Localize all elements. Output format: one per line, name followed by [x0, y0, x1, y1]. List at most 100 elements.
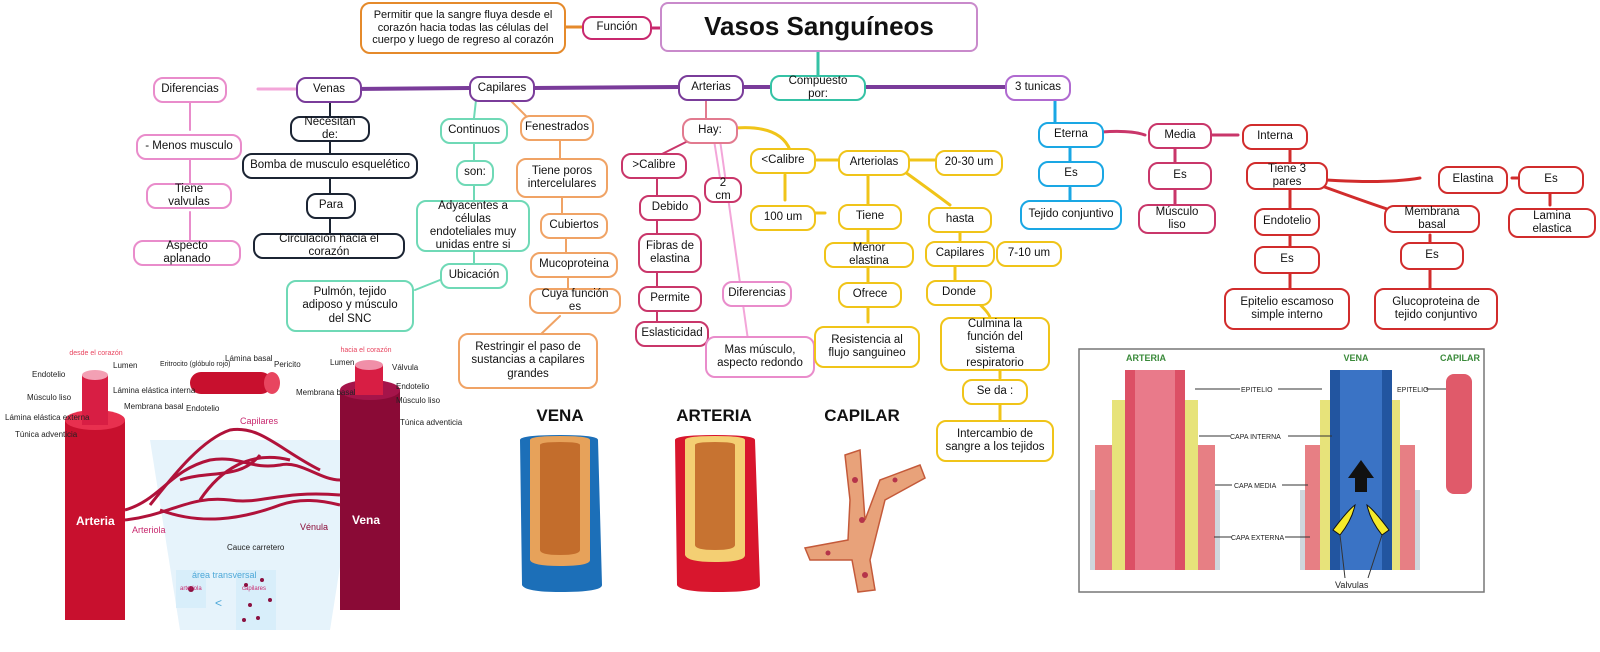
node-arterias[interactable]: Arterias	[678, 75, 744, 101]
node-menor-elastina[interactable]: Menor elastina	[824, 242, 914, 268]
fig1-venula: Vénula	[300, 522, 328, 532]
node-tiene-valvulas[interactable]: Tiene valvulas	[146, 183, 232, 209]
node-glucoproteina[interactable]: Glucoproteina de tejido conjuntivo	[1374, 288, 1498, 330]
fig1-arteria: Arteria	[76, 514, 115, 528]
node-capilares[interactable]: Capilares	[469, 76, 535, 102]
fig1-endotelio2: Endotelio	[186, 404, 220, 413]
node-cubiertos[interactable]: Cubiertos	[540, 213, 608, 239]
node-es-membrana[interactable]: Es	[1400, 242, 1464, 270]
node-adyacentes[interactable]: Adyacentes a células endoteliales muy un…	[416, 200, 530, 252]
fig3-capa-media: CAPA MEDIA	[1234, 483, 1277, 490]
fig1-hacia: hacia el corazón	[341, 347, 392, 354]
node-media[interactable]: Media	[1148, 123, 1212, 149]
node-intercambio[interactable]: Intercambio de sangre a los tejidos	[936, 420, 1054, 462]
fig2-arteria: ARTERIA	[676, 406, 752, 425]
node-mas-musculo[interactable]: Mas músculo, aspecto redondo	[705, 336, 815, 378]
node-diferencias-venas[interactable]: Diferencias	[153, 77, 227, 103]
node-debido[interactable]: Debido	[639, 195, 701, 221]
node-lamina-elastica[interactable]: Lamina elastica	[1508, 208, 1596, 238]
fig1-pericito: Pericito	[274, 360, 301, 369]
fig1-lamina-basal: Lámina basal	[225, 354, 273, 363]
fig1-desde: desde el corazón	[69, 350, 122, 357]
node-donde[interactable]: Donde	[926, 280, 992, 306]
node-elastina[interactable]: Elastina	[1438, 166, 1508, 194]
node-interna[interactable]: Interna	[1242, 124, 1308, 150]
node-compuesto[interactable]: Compuesto por:	[770, 75, 866, 101]
node-cuya-funcion[interactable]: Cuya función es	[529, 288, 621, 314]
fig2-capilar: CAPILAR	[824, 406, 900, 425]
fig1-area: área transversal	[192, 570, 257, 580]
node-resistencia[interactable]: Resistencia al flujo sanguineo	[814, 326, 920, 368]
node-menos-musculo[interactable]: - Menos musculo	[136, 134, 242, 160]
node-venas[interactable]: Venas	[296, 77, 362, 103]
fig1-musculo2: Músculo liso	[396, 396, 441, 405]
node-mucoproteina[interactable]: Mucoproteina	[530, 252, 618, 278]
fig3-capilar: CAPILAR	[1440, 353, 1480, 363]
node-arteriolas[interactable]: Arteriolas	[838, 150, 910, 176]
fig1-arteriola-small: arteriola	[180, 586, 202, 592]
node-title[interactable]: Vasos Sanguíneos	[660, 2, 978, 52]
node-20-30-um[interactable]: 20-30 um	[935, 150, 1003, 176]
node-es-endotelio[interactable]: Es	[1254, 246, 1320, 274]
node-diferencias-arterias[interactable]: Diferencias	[722, 281, 792, 307]
node-100-um[interactable]: 100 um	[750, 205, 816, 231]
node-membrana-basal[interactable]: Membrana basal	[1384, 205, 1480, 233]
node-tiene-poros[interactable]: Tiene poros intercelulares	[516, 158, 608, 198]
node-es-elastina[interactable]: Es	[1518, 166, 1584, 194]
node-permite[interactable]: Permite	[638, 286, 702, 312]
node-2cm[interactable]: 2 cm	[704, 177, 742, 203]
node-es-media[interactable]: Es	[1148, 162, 1212, 190]
fig3-arteria: ARTERIA	[1126, 353, 1166, 363]
node-son[interactable]: son:	[456, 160, 494, 186]
node-continuos[interactable]: Continuos	[440, 118, 508, 144]
node-fenestrados[interactable]: Fenestrados	[520, 115, 594, 141]
node-fibras[interactable]: Fibras de elastina	[638, 233, 702, 273]
node-menor-calibre[interactable]: <Calibre	[750, 148, 816, 174]
node-hay[interactable]: Hay:	[682, 118, 738, 144]
node-pulmon[interactable]: Pulmón, tejido adiposo y músculo del SNC	[286, 280, 414, 332]
node-circulacion[interactable]: Circulación hacia el corazón	[253, 233, 405, 259]
fig1-lamina-ext: Lámina elástica externa	[5, 413, 90, 422]
fig3-vena: VENA	[1343, 353, 1369, 363]
fig1-tunica2: Túnica adventicia	[400, 418, 463, 427]
node-musculo-liso[interactable]: Músculo liso	[1138, 204, 1216, 234]
figure-vessel-types: VENA ARTERIA CAPILAR	[520, 406, 926, 593]
node-necesitan[interactable]: Necesitan de:	[290, 116, 370, 142]
fig1-tunica: Túnica adventicia	[15, 430, 78, 439]
node-mayor-calibre[interactable]: >Calibre	[621, 153, 687, 179]
node-7-10-um[interactable]: 7-10 um	[996, 241, 1062, 267]
fig3-capa-interna: CAPA INTERNA	[1230, 434, 1281, 441]
figure-vessel-anatomy: desde el corazón hacia el corazón Endote…	[5, 347, 463, 630]
node-3-tunicas[interactable]: 3 tunicas	[1005, 75, 1071, 101]
node-epitelio[interactable]: Epitelio escamoso simple interno	[1224, 288, 1350, 330]
node-culmina[interactable]: Culmina la función del sistema respirato…	[940, 317, 1050, 371]
fig1-valvula: Válvula	[392, 363, 419, 372]
fig1-vena: Vena	[352, 513, 380, 527]
node-tiene-3-pares[interactable]: Tiene 3 pares	[1246, 162, 1328, 190]
node-aspecto-aplanado[interactable]: Aspecto aplanado	[133, 240, 241, 266]
fig3-epitelio1: EPITELIO	[1241, 387, 1273, 394]
fig1-endotelio: Endotelio	[32, 370, 66, 379]
fig1-eritrocito: Eritrocito (glóbulo rojo)	[160, 361, 230, 368]
node-para[interactable]: Para	[306, 193, 356, 219]
node-restringir[interactable]: Restringir el paso de sustancias a capil…	[458, 333, 598, 389]
node-ubicacion[interactable]: Ubicación	[440, 263, 508, 289]
node-ofrece[interactable]: Ofrece	[838, 282, 902, 308]
node-eterna[interactable]: Eterna	[1038, 122, 1104, 148]
node-endotelio[interactable]: Endotelio	[1254, 208, 1320, 236]
node-se-da[interactable]: Se da :	[962, 379, 1028, 405]
node-elasticidad[interactable]: Eslasticidad	[635, 321, 709, 347]
node-tiene-arteriolas[interactable]: Tiene	[838, 204, 902, 230]
fig2-vena: VENA	[536, 406, 583, 425]
node-funcion[interactable]: Función	[582, 16, 652, 40]
fig3-capa-externa: CAPA EXTERNA	[1231, 535, 1284, 542]
fig1-endotelio3: Endotelio	[396, 382, 430, 391]
fig1-musculo: Músculo liso	[27, 393, 72, 402]
fig1-membrana: Membrana basal	[124, 402, 184, 411]
node-funcion-text[interactable]: Permitir que la sangre fluya desde el co…	[360, 2, 566, 54]
node-bomba[interactable]: Bomba de musculo esquelético	[242, 153, 418, 179]
node-hasta[interactable]: hasta	[928, 207, 992, 233]
node-capilares-2[interactable]: Capilares	[925, 241, 995, 267]
node-tejido-conjuntivo[interactable]: Tejido conjuntivo	[1020, 200, 1122, 230]
node-es-eterna[interactable]: Es	[1038, 161, 1104, 187]
